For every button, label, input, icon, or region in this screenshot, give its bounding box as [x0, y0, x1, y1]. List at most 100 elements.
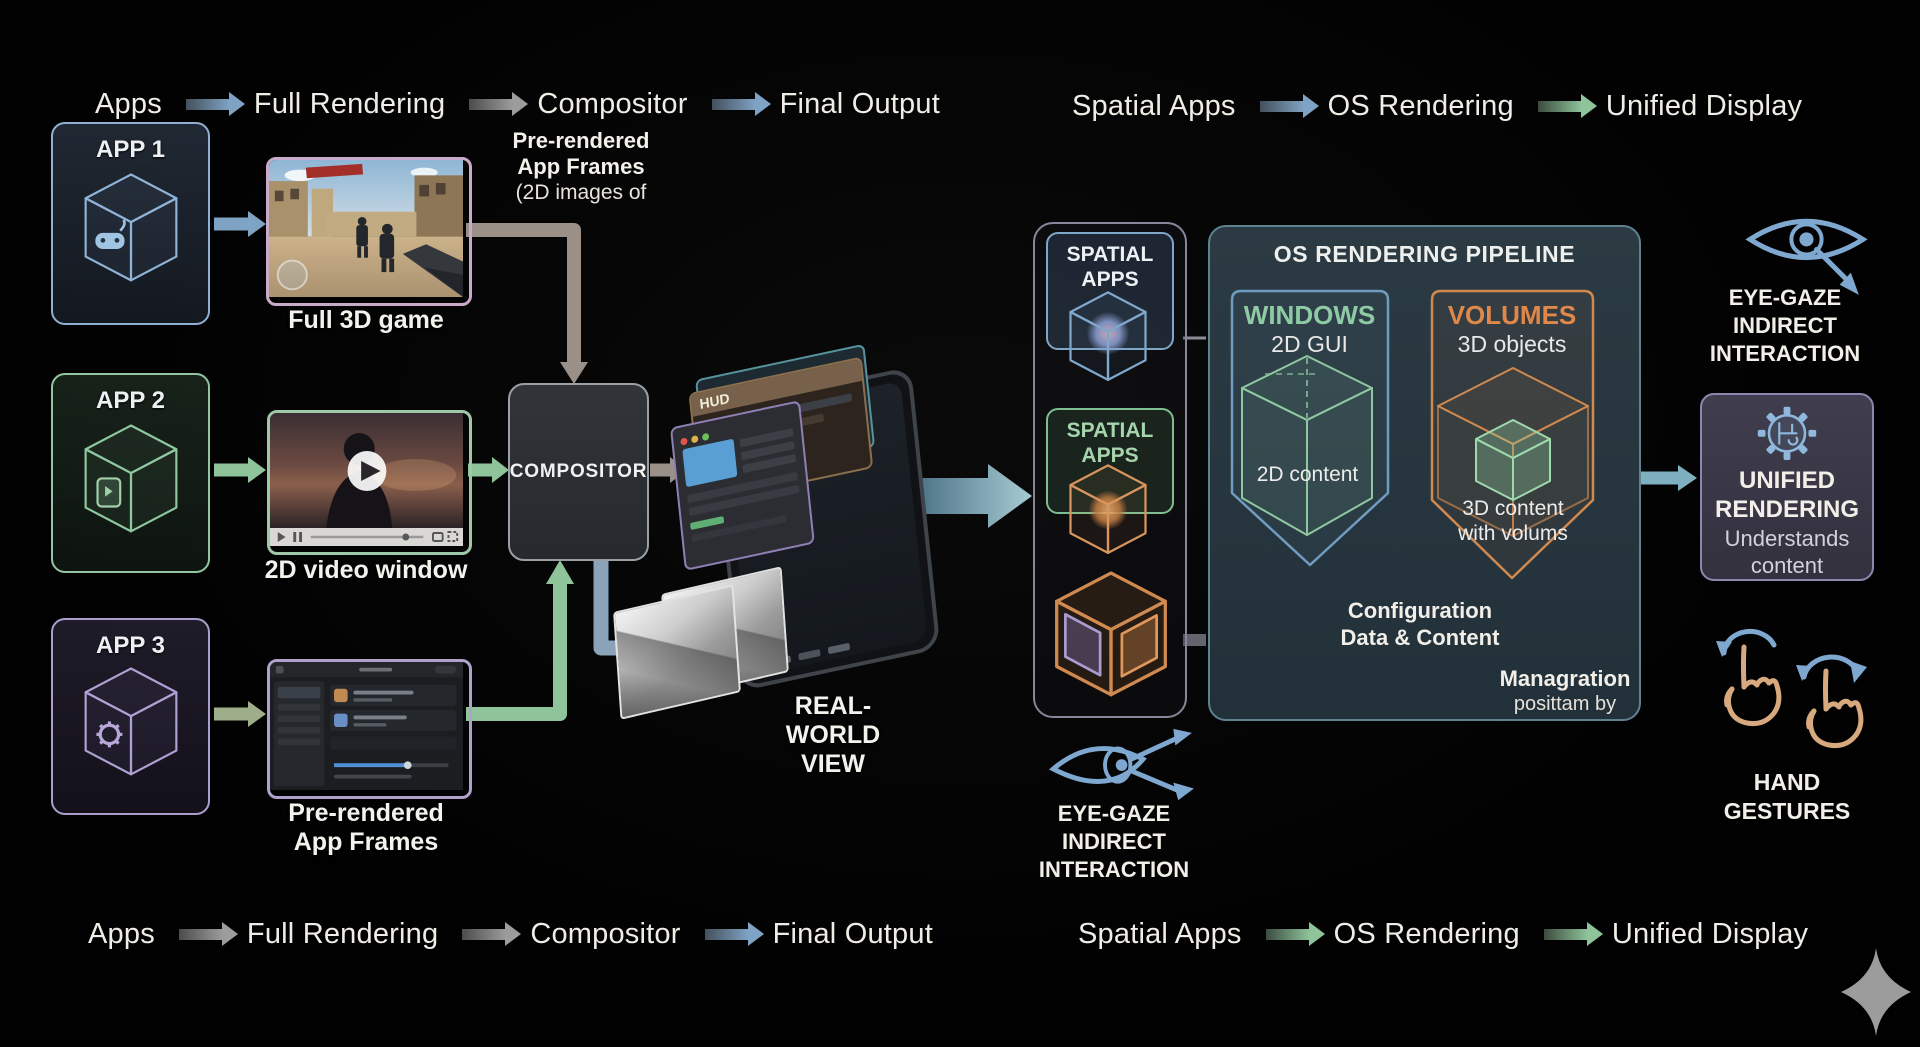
app1-box: APP 1: [51, 122, 210, 325]
footer-left-flow: Apps Full Rendering Compositor Final Out…: [88, 916, 933, 952]
arrow-icon: [711, 91, 771, 116]
game-label: Full 3D game: [288, 306, 444, 334]
header-compositor: Compositor: [537, 87, 688, 120]
video-label: 2D video window: [264, 556, 468, 584]
footer-compositor: Compositor: [530, 917, 681, 950]
unified-rendering-title: UNIFIED RENDERING: [1714, 466, 1859, 523]
volumes-heading: VOLUMES 3D objects: [1422, 300, 1602, 358]
volumes-title: VOLUMES: [1447, 300, 1577, 330]
green-cube-icon: [1475, 419, 1551, 501]
footer-full-rendering: Full Rendering: [246, 917, 439, 950]
footer-final-output: Final Output: [772, 917, 933, 950]
arrow-icon: [462, 921, 522, 946]
minimize-dot-icon: [690, 435, 699, 444]
eye-gaze-label-bottom: EYE-GAZE INDIRECT INTERACTION: [1038, 801, 1190, 883]
header-final-output: Final Output: [779, 87, 940, 120]
header-unified-display: Unified Display: [1605, 89, 1803, 122]
app3-title: APP 3: [96, 632, 165, 659]
eye-gaze-label-right: EYE-GAZE INDIRECT INTERACTION: [1709, 285, 1861, 367]
arrow-video-to-compositor: [468, 457, 509, 483]
windows-content-label: 2D content: [1256, 463, 1359, 486]
cube-icon: [84, 424, 177, 533]
real-world-image-front: [613, 584, 741, 720]
management-label-bold: Managration: [1499, 666, 1631, 691]
volumes-3d-graphic: [1437, 367, 1589, 537]
arrow-icon: [185, 91, 245, 116]
management-label: Managration posittam by: [1495, 666, 1635, 716]
sparkle-icon: [1841, 948, 1911, 1036]
footer-apps: Apps: [88, 917, 155, 950]
app3-box: APP 3: [51, 618, 210, 815]
arrow-icon: [1259, 93, 1319, 118]
header-spatial-apps: Spatial Apps: [1072, 89, 1236, 122]
orange-panel: [1120, 614, 1158, 678]
eye-gaze-icon-bottom: [1048, 728, 1194, 801]
compositor-box: COMPOSITOR: [508, 383, 649, 561]
header-left-flow: Apps Full Rendering Compositor Final Out…: [95, 86, 940, 122]
play-button-icon: [347, 451, 387, 491]
arrow-icon: [178, 921, 238, 946]
spatial-cube-orange-icon: [1069, 464, 1147, 554]
close-dot-icon: [680, 437, 688, 446]
app-frames-label: Pre-rendered App Frames: [288, 799, 444, 856]
arrow-app1-to-game: [214, 211, 266, 237]
video-controls: [270, 528, 463, 546]
footer-spatial-apps: Spatial Apps: [1078, 917, 1242, 950]
cube-icon: [84, 667, 177, 776]
footer-os-rendering: OS Rendering: [1333, 917, 1520, 950]
os-rendering-pipeline-box: OS RENDERING PIPELINE: [1208, 225, 1641, 721]
eye-gaze-icon-right: [1745, 218, 1868, 295]
header-full-rendering: Full Rendering: [253, 87, 446, 120]
gear-icon: [95, 721, 122, 748]
hand-swivel-icon: [1796, 654, 1867, 748]
header-apps: Apps: [95, 87, 162, 120]
prerendered-note-bold: Pre-rendered App Frames: [512, 128, 650, 179]
arrow-icon: [1543, 921, 1603, 946]
zoom-dot-icon: [701, 432, 710, 442]
arrow-icon: [1265, 921, 1325, 946]
windows-heading: WINDOWS 2D GUI: [1222, 300, 1397, 358]
configuration-label: Configuration Data & Content: [1340, 598, 1500, 650]
header-os-rendering: OS Rendering: [1327, 89, 1514, 122]
windows-container-shape: [1230, 289, 1390, 567]
hand-rotate-icon: [1716, 628, 1782, 726]
hand-gestures-label: HAND GESTURES: [1723, 769, 1851, 824]
header-right-flow: Spatial Apps OS Rendering Unified Displa…: [1072, 88, 1802, 124]
app2-box: APP 2: [51, 373, 210, 573]
arrow-icon: [469, 91, 529, 116]
spatial-apps-label-2: SPATIAL APPS: [1066, 419, 1154, 467]
app2-title: APP 2: [96, 387, 165, 414]
game-screenshot: [266, 157, 472, 306]
volumes-subtitle: 3D objects: [1457, 331, 1567, 357]
windows-2d-gui-graphic: [1241, 355, 1373, 536]
volumes-content-label: 3D content with volums: [1458, 497, 1568, 546]
gear-machinery-icon: [1757, 406, 1817, 460]
unified-rendering-subtitle: Understands content: [1724, 526, 1850, 578]
spatial-cube-large-icon: [1055, 571, 1167, 697]
real-world-label: REAL- WORLD VIEW: [785, 692, 881, 778]
purple-panel: [1064, 613, 1102, 677]
arrow-app3-to-frames: [214, 701, 266, 727]
prerendered-note: Pre-rendered App Frames (2D images of: [496, 128, 666, 205]
windows-subtitle: 2D GUI: [1271, 331, 1348, 357]
gamepad-icon: [94, 219, 126, 250]
app1-title: APP 1: [96, 136, 165, 163]
footer-right-flow: Spatial Apps OS Rendering Unified Displa…: [1078, 916, 1808, 952]
prerendered-note-rest: (2D images of: [515, 180, 647, 204]
app-frames-screenshot: [267, 659, 472, 799]
pipeline-title: OS RENDERING PIPELINE: [1273, 241, 1576, 267]
unified-rendering-box: UNIFIED RENDERING Understands content: [1700, 393, 1874, 581]
arrow-left-to-right-section: [920, 464, 1032, 528]
volumes-container-shape: [1430, 289, 1595, 580]
purple-window: [669, 400, 815, 571]
arrow-pipeline-to-unified: [1640, 465, 1697, 491]
video-window: [267, 410, 472, 555]
video-file-icon: [95, 477, 121, 508]
arrow-icon: [704, 921, 764, 946]
hud-label: HUD: [698, 389, 731, 413]
spatial-apps-label-1: SPATIAL APPS: [1066, 243, 1154, 291]
arrow-icon: [1537, 93, 1597, 118]
arrow-app2-to-video: [214, 457, 266, 483]
cube-icon: [84, 173, 177, 282]
